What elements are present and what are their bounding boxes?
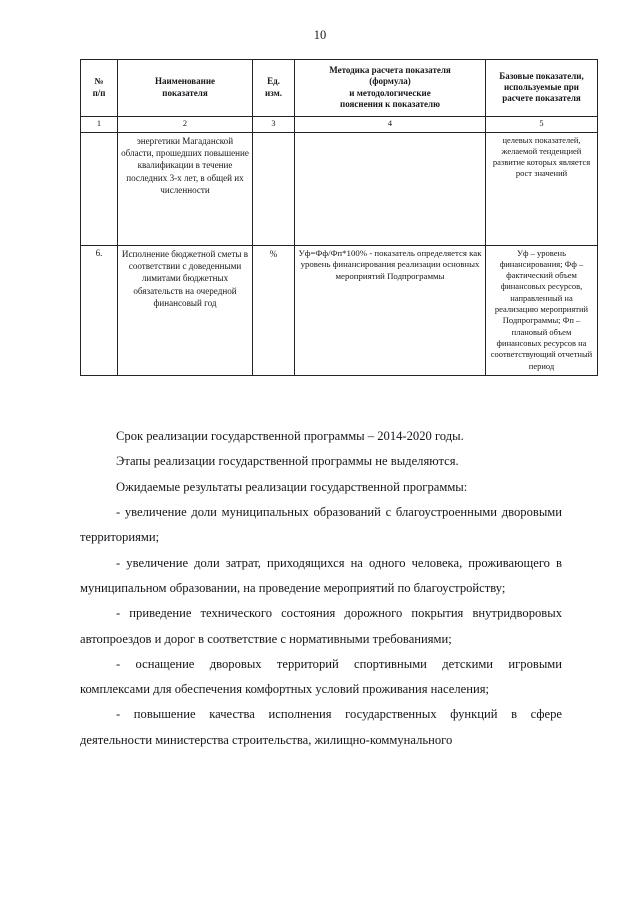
header-line: Методика расчета показателя <box>329 65 451 75</box>
table-row: энергетики Магаданской области, прошедши… <box>80 131 598 246</box>
paragraph: - увеличение доли муниципальных образова… <box>80 504 562 545</box>
table-header-number: № п/п <box>80 58 118 118</box>
header-line: № <box>94 76 104 87</box>
header-line: (формула) <box>369 76 411 87</box>
header-line: пояснения к показателю <box>340 98 440 109</box>
header-line: изм. <box>264 87 283 98</box>
row-index: 6. <box>80 244 118 376</box>
page-number: 10 <box>313 28 327 42</box>
row-method <box>294 131 486 246</box>
table-row: 6. Исполнение бюджетной сметы в соответс… <box>80 244 598 376</box>
paragraph: Ожидаемые результаты реализации государс… <box>116 479 468 494</box>
paragraph: Этапы реализации государственной програм… <box>116 454 459 469</box>
row-unit: % <box>252 244 295 376</box>
paragraph: - увеличение доли затрат, приходящихся н… <box>80 555 562 595</box>
row-unit <box>252 131 295 246</box>
column-number: 3 <box>252 116 295 133</box>
indicators-table: № п/п Наименование показателя Ед. изм. М… <box>80 58 598 376</box>
row-method: Уф=Фф/Фп*100% - показатель определяется … <box>294 244 486 376</box>
header-line: Ед. <box>267 76 280 87</box>
table-header-name: Наименование показателя <box>117 58 253 118</box>
indicators-table-wrapper: № п/п Наименование показателя Ед. изм. М… <box>80 58 598 376</box>
body-text: Срок реализации государственной программ… <box>80 424 562 753</box>
row-indicator-name: Исполнение бюджетной сметы в соответстви… <box>117 244 253 376</box>
column-number: 2 <box>117 116 253 133</box>
header-line: Базовые показатели, <box>499 70 584 81</box>
paragraph: - приведение технического состояния доро… <box>80 606 562 646</box>
table-header-method: Методика расчета показателя (формула) и … <box>294 58 486 118</box>
table-column-number-row: 1 2 3 4 5 <box>80 116 598 133</box>
table-header-base: Базовые показатели, используемые при рас… <box>485 58 598 118</box>
column-number: 5 <box>485 116 598 133</box>
header-line: Наименование <box>155 76 215 87</box>
header-line: используемые при <box>504 81 579 92</box>
row-index <box>80 131 118 246</box>
row-base-indicators: целевых показателей, желаемой тенденцией… <box>485 131 598 246</box>
paragraph: - оснащение дворовых территорий спортивн… <box>80 656 562 697</box>
column-number: 4 <box>294 116 486 133</box>
header-line: расчете показателя <box>502 93 581 104</box>
row-indicator-name: энергетики Магаданской области, прошедши… <box>117 131 253 246</box>
table-header-row: № п/п Наименование показателя Ед. изм. М… <box>80 58 598 118</box>
paragraph: - повышение качества исполнения государс… <box>80 707 562 747</box>
header-line: п/п <box>92 87 106 98</box>
column-number: 1 <box>80 116 118 133</box>
paragraph: Срок реализации государственной программ… <box>116 429 464 443</box>
header-line: и методологические <box>349 87 431 98</box>
header-line: показателя <box>162 87 208 98</box>
row-base-indicators: Уф – уровень финансирования; Фф – фактич… <box>485 244 598 376</box>
table-header-unit: Ед. изм. <box>252 58 295 118</box>
